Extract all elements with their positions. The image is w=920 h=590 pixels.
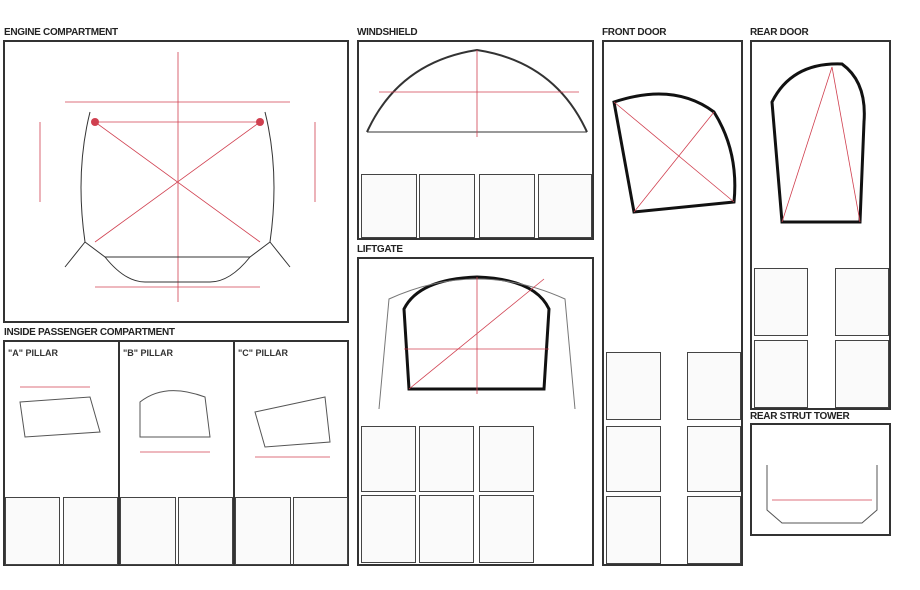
engine-heading: ENGINE COMPARTMENT xyxy=(4,27,118,38)
engine-diagram xyxy=(39,52,316,302)
rear-door-thumb-2 xyxy=(835,268,889,336)
c-pillar-heading: "C" PILLAR xyxy=(238,348,289,358)
windshield-diagram xyxy=(366,48,588,137)
b-pillar-heading: "B" PILLAR xyxy=(123,348,174,358)
liftgate-thumb-3 xyxy=(479,426,534,492)
windshield-panel xyxy=(357,40,594,240)
inside-panel: "A" PILLAR "B" PILLAR "C" PILLAR xyxy=(3,340,349,566)
rear-strut-panel xyxy=(750,423,891,536)
rear-door-diagram xyxy=(770,62,866,224)
rear-strut-diagram xyxy=(766,465,878,524)
front-door-thumb-3 xyxy=(606,426,661,492)
front-door-diagram xyxy=(612,92,737,214)
liftgate-diagram xyxy=(378,275,576,410)
front-door-thumb-4 xyxy=(687,426,741,492)
windshield-thumb-2 xyxy=(419,174,475,238)
rear-door-thumb-4 xyxy=(835,340,889,408)
a-pillar-thumb-1 xyxy=(5,497,60,565)
liftgate-thumb-1 xyxy=(361,426,416,492)
a-pillar-heading: "A" PILLAR xyxy=(8,348,59,358)
front-door-thumb-5 xyxy=(606,496,661,564)
rear-door-thumb-3 xyxy=(754,340,808,408)
liftgate-heading: LIFTGATE xyxy=(357,244,403,255)
b-pillar-thumb-1 xyxy=(120,497,176,565)
liftgate-thumb-2 xyxy=(419,426,474,492)
front-door-thumb-1 xyxy=(606,352,661,420)
column-divider xyxy=(233,342,235,564)
windshield-thumb-4 xyxy=(538,174,592,238)
engine-panel xyxy=(3,40,349,323)
liftgate-panel xyxy=(357,257,594,566)
windshield-thumb-3 xyxy=(479,174,535,238)
rear-door-thumb-1 xyxy=(754,268,808,336)
rear-strut-heading: REAR STRUT TOWER xyxy=(750,411,850,422)
inside-heading: INSIDE PASSENGER COMPARTMENT xyxy=(4,327,175,338)
a-pillar-thumb-2 xyxy=(63,497,118,565)
c-pillar-thumb-1 xyxy=(235,497,291,565)
rear-door-panel xyxy=(750,40,891,410)
front-door-panel xyxy=(602,40,743,566)
c-pillar-thumb-2 xyxy=(293,497,348,565)
liftgate-thumb-5 xyxy=(419,495,474,563)
windshield-heading: WINDSHIELD xyxy=(357,27,418,38)
b-pillar-thumb-2 xyxy=(178,497,233,565)
front-door-thumb-6 xyxy=(687,496,741,564)
front-door-heading: FRONT DOOR xyxy=(602,27,667,38)
pillar-diagrams xyxy=(19,386,331,458)
rear-door-heading: REAR DOOR xyxy=(750,27,809,38)
liftgate-thumb-4 xyxy=(361,495,416,563)
windshield-thumb-1 xyxy=(361,174,417,238)
column-divider xyxy=(118,342,120,564)
liftgate-thumb-6 xyxy=(479,495,534,563)
front-door-thumb-2 xyxy=(687,352,741,420)
